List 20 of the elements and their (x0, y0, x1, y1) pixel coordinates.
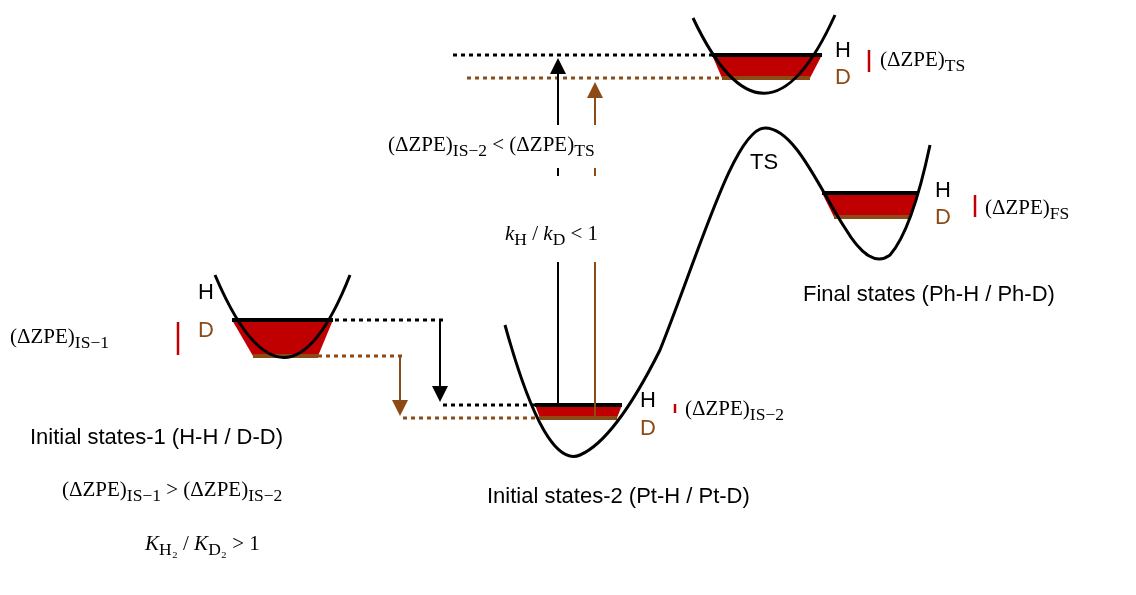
level-label: H (640, 388, 656, 413)
level-label: H (935, 178, 951, 203)
state-label: Initial states-2 (Pt-H / Pt-D) (487, 484, 750, 509)
level-label: D (198, 318, 214, 343)
state-label: Final states (Ph-H / Ph-D) (803, 282, 1055, 307)
math-label: (ΔZPE)$_{IS−1}$ (10, 325, 109, 353)
level-label: D (935, 205, 951, 230)
math-label: (ΔZPE)$_{IS−2}$ < (ΔZPE)$_{TS}$ (388, 133, 595, 161)
level-label: H (835, 38, 851, 63)
math-label: (ΔZPE)$_{FS}$ (985, 196, 1070, 224)
state-label: TS (750, 150, 779, 175)
state-label: Initial states-1 (H-H / D-D) (30, 425, 284, 450)
math-label: k$_{H}$ / k$_{D}$ < 1 (505, 222, 599, 250)
level-label: D (640, 416, 656, 441)
math-label: (ΔZPE)$_{IS−1}$ > (ΔZPE)$_{IS−2}$ (62, 478, 283, 506)
math-label: K$_{H₂}$ / K$_{D₂}$ > 1 (145, 532, 260, 560)
level-label: H (198, 280, 214, 305)
math-label: (ΔZPE)$_{TS}$ (880, 48, 966, 76)
level-label: D (835, 65, 851, 90)
math-label: (ΔZPE)$_{IS−2}$ (685, 397, 784, 425)
